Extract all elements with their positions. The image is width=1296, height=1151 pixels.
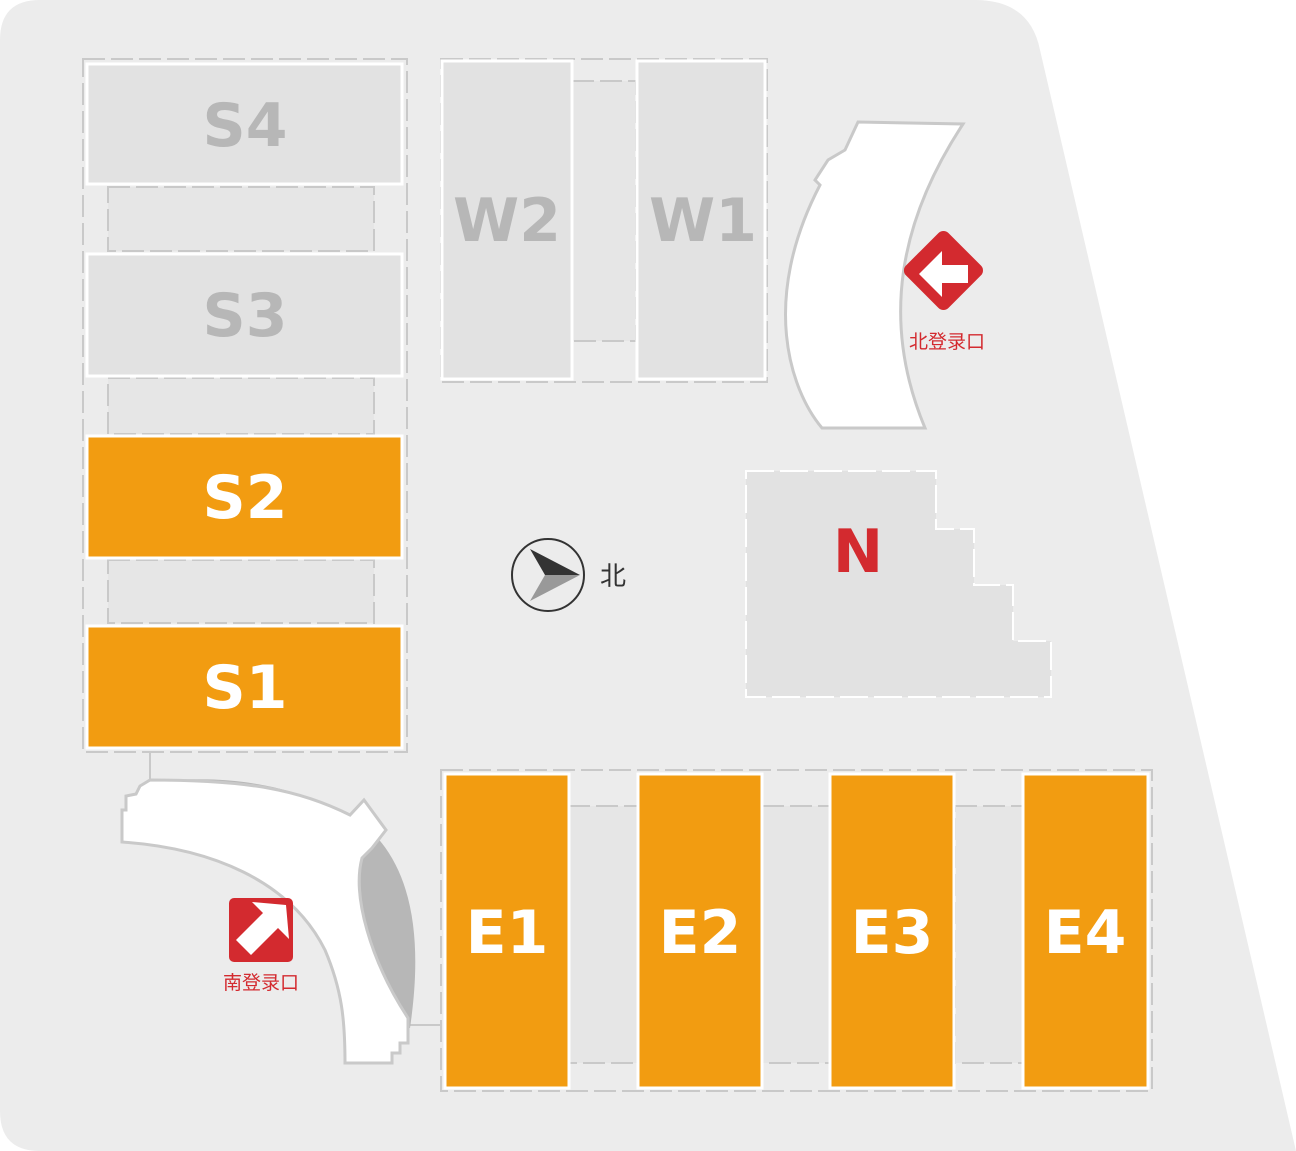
- hall-s4-label: S4: [203, 91, 288, 161]
- hall-e2-label: E2: [659, 898, 742, 968]
- hall-s1-label: S1: [203, 653, 288, 723]
- arrow-left-diamond-icon: [903, 230, 983, 310]
- hall-e3-label: E3: [851, 898, 934, 968]
- hall-e2[interactable]: E2: [636, 772, 764, 1090]
- hall-e4-label: E4: [1044, 898, 1127, 968]
- hall-s2[interactable]: S2: [85, 434, 404, 560]
- hall-w1[interactable]: W1: [635, 59, 767, 381]
- hall-e3[interactable]: E3: [828, 772, 956, 1090]
- hall-n[interactable]: N: [745, 470, 1052, 698]
- south-entrance[interactable]: 南登录口: [223, 898, 299, 994]
- north-entrance-label: 北登录口: [909, 331, 985, 353]
- hall-w1-label: W1: [649, 186, 757, 256]
- compass-icon: [511, 538, 585, 612]
- hall-s2-label: S2: [203, 463, 288, 533]
- hall-w2-label: W2: [453, 186, 561, 256]
- hall-w2[interactable]: W2: [440, 59, 574, 381]
- hall-n-label: N: [833, 517, 883, 587]
- hall-e1-label: E1: [466, 898, 549, 968]
- north-entrance-building: [784, 120, 966, 430]
- hall-s3-label: S3: [203, 281, 288, 351]
- corridors: [82, 58, 1153, 1092]
- south-entrance-label: 南登录口: [223, 972, 299, 994]
- south-entrance-building: [120, 778, 416, 1065]
- hall-s1[interactable]: S1: [85, 624, 404, 750]
- north-entrance[interactable]: 北登录口: [901, 228, 986, 353]
- hall-s3[interactable]: S3: [85, 252, 404, 378]
- arrow-up-right-square-icon: [229, 898, 293, 962]
- hall-e4[interactable]: E4: [1021, 772, 1150, 1090]
- hall-s4[interactable]: S4: [85, 62, 404, 186]
- compass-label: 北: [600, 562, 626, 592]
- compass: 北: [511, 538, 626, 612]
- hall-e1[interactable]: E1: [443, 772, 571, 1090]
